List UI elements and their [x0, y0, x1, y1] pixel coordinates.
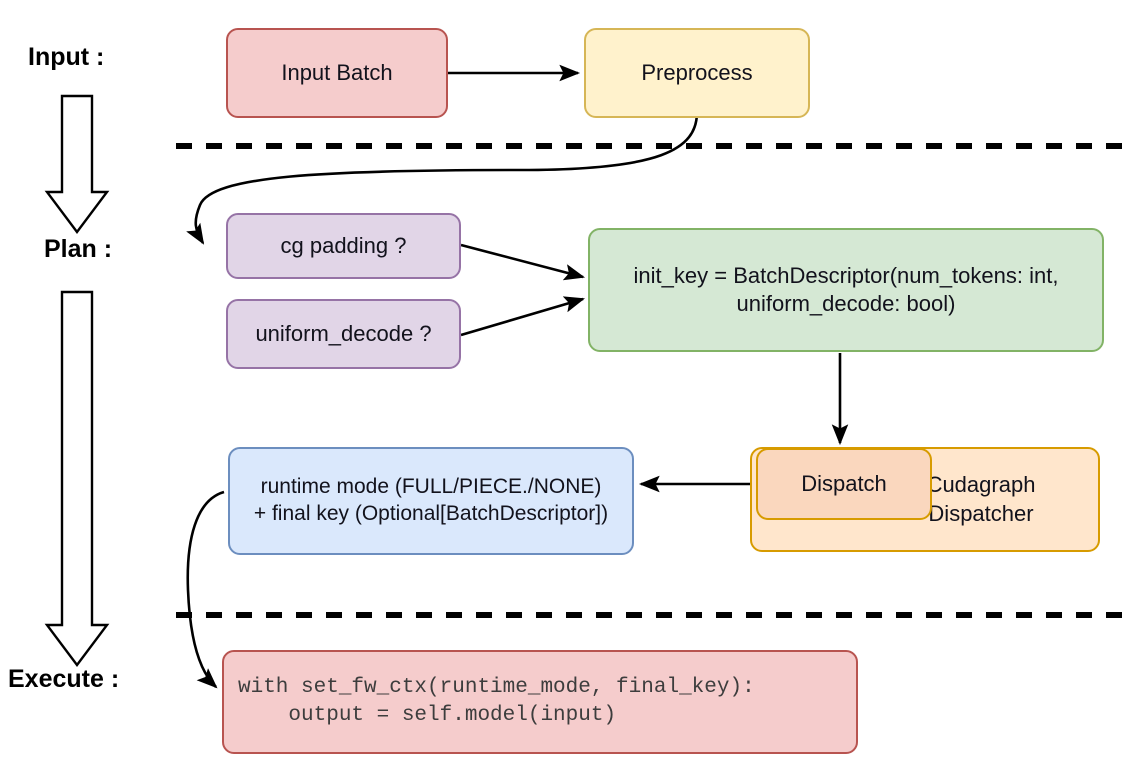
node-uniform-decode-label: uniform_decode ? [255, 320, 432, 346]
node-preprocess-label: Preprocess [641, 59, 753, 85]
node-cudagraph-dispatcher-label: Cudagraph Dispatcher [926, 472, 1036, 526]
node-runtime-mode-label: runtime mode (FULL/PIECE./NONE) + final … [253, 475, 609, 525]
node-cg-padding[interactable]: cg padding ? [226, 213, 461, 279]
node-cg-padding-label: cg padding ? [280, 232, 407, 258]
node-runtime-mode[interactable]: runtime mode (FULL/PIECE./NONE) + final … [228, 447, 634, 555]
stage-block-arrow-plan-execute [44, 290, 110, 667]
stage-block-arrow-input-plan [44, 94, 110, 234]
stage-label-execute: Execute : [8, 665, 120, 693]
stage-label-input: Input : [28, 43, 105, 71]
edge-uniform-decode-to-init-key [460, 296, 585, 337]
node-execute-code-label: with set_fw_ctx(runtime_mode, final_key)… [238, 675, 755, 727]
stage-label-plan: Plan : [44, 235, 113, 263]
node-uniform-decode[interactable]: uniform_decode ? [226, 299, 461, 369]
node-input-batch-label: Input Batch [281, 59, 393, 85]
edge-preprocess-to-cg-padding [186, 111, 699, 245]
node-preprocess[interactable]: Preprocess [584, 28, 810, 118]
node-init-key[interactable]: init_key = BatchDescriptor(num_tokens: i… [588, 228, 1104, 352]
node-execute-code[interactable]: with set_fw_ctx(runtime_mode, final_key)… [222, 650, 858, 754]
node-init-key-label: init_key = BatchDescriptor(num_tokens: i… [633, 262, 1059, 316]
node-input-batch[interactable]: Input Batch [226, 28, 448, 118]
edge-cg-padding-to-init-key [460, 243, 586, 281]
node-dispatch-label: Dispatch [801, 470, 887, 496]
edge-runtime-mode-to-execute-code [186, 490, 225, 689]
node-dispatch[interactable]: Dispatch [756, 448, 932, 520]
